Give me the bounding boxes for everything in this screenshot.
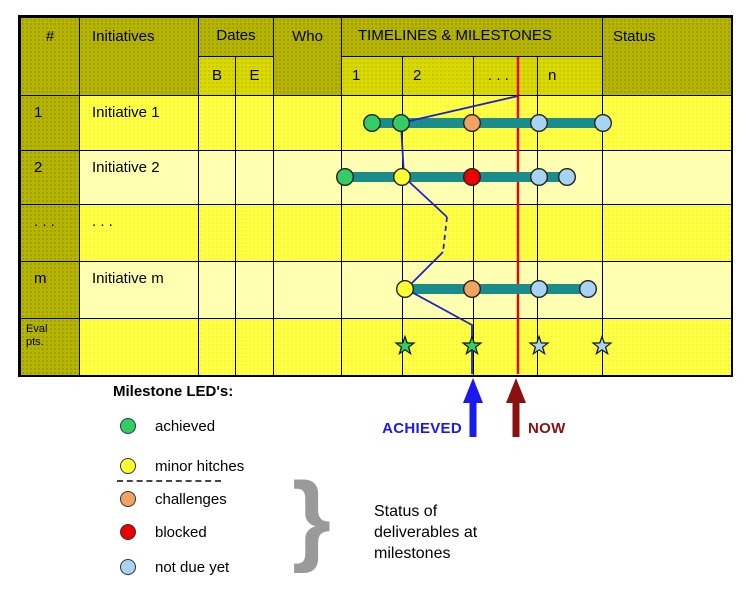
- cell-timeline: [473, 95, 537, 150]
- legend-item-blocked: blocked: [113, 523, 207, 541]
- cell-status: [602, 95, 731, 150]
- cell-timeline: [341, 204, 402, 261]
- legend-item-achieved: achieved: [113, 417, 216, 435]
- header-num: #: [20, 17, 79, 95]
- legend-title: Milestone LED's:: [113, 383, 234, 400]
- cell-timeline: [341, 150, 402, 204]
- cell-timeline: [473, 150, 537, 204]
- header-dates: Dates: [198, 17, 273, 56]
- header-initiatives: Initiatives: [79, 17, 198, 95]
- cell-timeline: [341, 261, 402, 318]
- cell-timeline: [341, 95, 402, 150]
- legend-label: achieved: [155, 417, 216, 435]
- legend-label: minor hitches: [155, 457, 245, 475]
- header-milestone-2: 2: [402, 56, 473, 95]
- cell-timeline: [537, 261, 602, 318]
- cell-who: [273, 204, 341, 261]
- led-not_due_yet-icon: [120, 559, 136, 575]
- achieved-arrow: [463, 378, 483, 437]
- cell-date-e: [235, 95, 273, 150]
- legend-item-minor_hitches: minor hitches: [113, 457, 245, 475]
- header-milestone-1: 1: [341, 56, 402, 95]
- cell-timeline: [402, 318, 473, 375]
- legend-item-challenges: challenges: [113, 490, 227, 508]
- header-milestone-dots: . . .: [473, 56, 537, 95]
- cell-timeline: [537, 150, 602, 204]
- header-status: Status: [602, 17, 731, 95]
- row-num: 1: [20, 95, 79, 150]
- cell-who: [273, 261, 341, 318]
- cell-who: [273, 150, 341, 204]
- cell-status: [602, 204, 731, 261]
- cell-date-e: [235, 204, 273, 261]
- cell-status: [602, 261, 731, 318]
- cell-timeline: [537, 95, 602, 150]
- legend-divider: [117, 480, 221, 482]
- row-initiative: Initiative m: [79, 261, 198, 318]
- cell-timeline: [402, 150, 473, 204]
- cell-date-b: [198, 150, 235, 204]
- cell-timeline: [341, 318, 402, 375]
- row-num: m: [20, 261, 79, 318]
- legend-label: not due yet: [155, 558, 230, 576]
- cell-timeline: [473, 204, 537, 261]
- row-num: 2: [20, 150, 79, 204]
- legend-item-not_due_yet: not due yet: [113, 558, 230, 576]
- cell-date-e: [235, 318, 273, 375]
- now-label: NOW: [528, 420, 566, 437]
- row-initiative: . . .: [79, 204, 198, 261]
- cell-status: [602, 150, 731, 204]
- row-initiative: Initiative 1: [79, 95, 198, 150]
- header-timelines: TIMELINES & MILESTONES: [341, 17, 602, 56]
- cell-date-e: [235, 150, 273, 204]
- row-initiative: [79, 318, 198, 375]
- curly-brace: }: [292, 462, 331, 574]
- cell-timeline: [402, 261, 473, 318]
- cell-status: [602, 318, 731, 375]
- header-milestone-n: n: [537, 56, 602, 95]
- cell-date-b: [198, 204, 235, 261]
- cell-timeline: [402, 95, 473, 150]
- cell-timeline: [537, 204, 602, 261]
- legend-label: blocked: [155, 523, 207, 541]
- achieved-label: ACHIEVED: [382, 420, 462, 437]
- cell-timeline: [537, 318, 602, 375]
- row-num: Eval pts.: [20, 318, 79, 375]
- cell-who: [273, 95, 341, 150]
- legend-label: challenges: [155, 490, 227, 508]
- header-who: Who: [273, 17, 341, 95]
- header-dates-end: E: [235, 56, 273, 95]
- led-blocked-icon: [120, 524, 136, 540]
- status-note: Status of deliverables at milestones: [374, 503, 478, 562]
- now-arrow: [506, 378, 526, 437]
- led-challenges-icon: [120, 491, 136, 507]
- row-num: . . .: [20, 204, 79, 261]
- cell-who: [273, 318, 341, 375]
- cell-timeline: [473, 261, 537, 318]
- cell-timeline: [402, 204, 473, 261]
- header-dates-begin: B: [198, 56, 235, 95]
- cell-date-b: [198, 95, 235, 150]
- cell-date-e: [235, 261, 273, 318]
- cell-date-b: [198, 318, 235, 375]
- cell-date-b: [198, 261, 235, 318]
- led-achieved-icon: [120, 418, 136, 434]
- cell-timeline: [473, 318, 537, 375]
- led-minor_hitches-icon: [120, 458, 136, 474]
- row-initiative: Initiative 2: [79, 150, 198, 204]
